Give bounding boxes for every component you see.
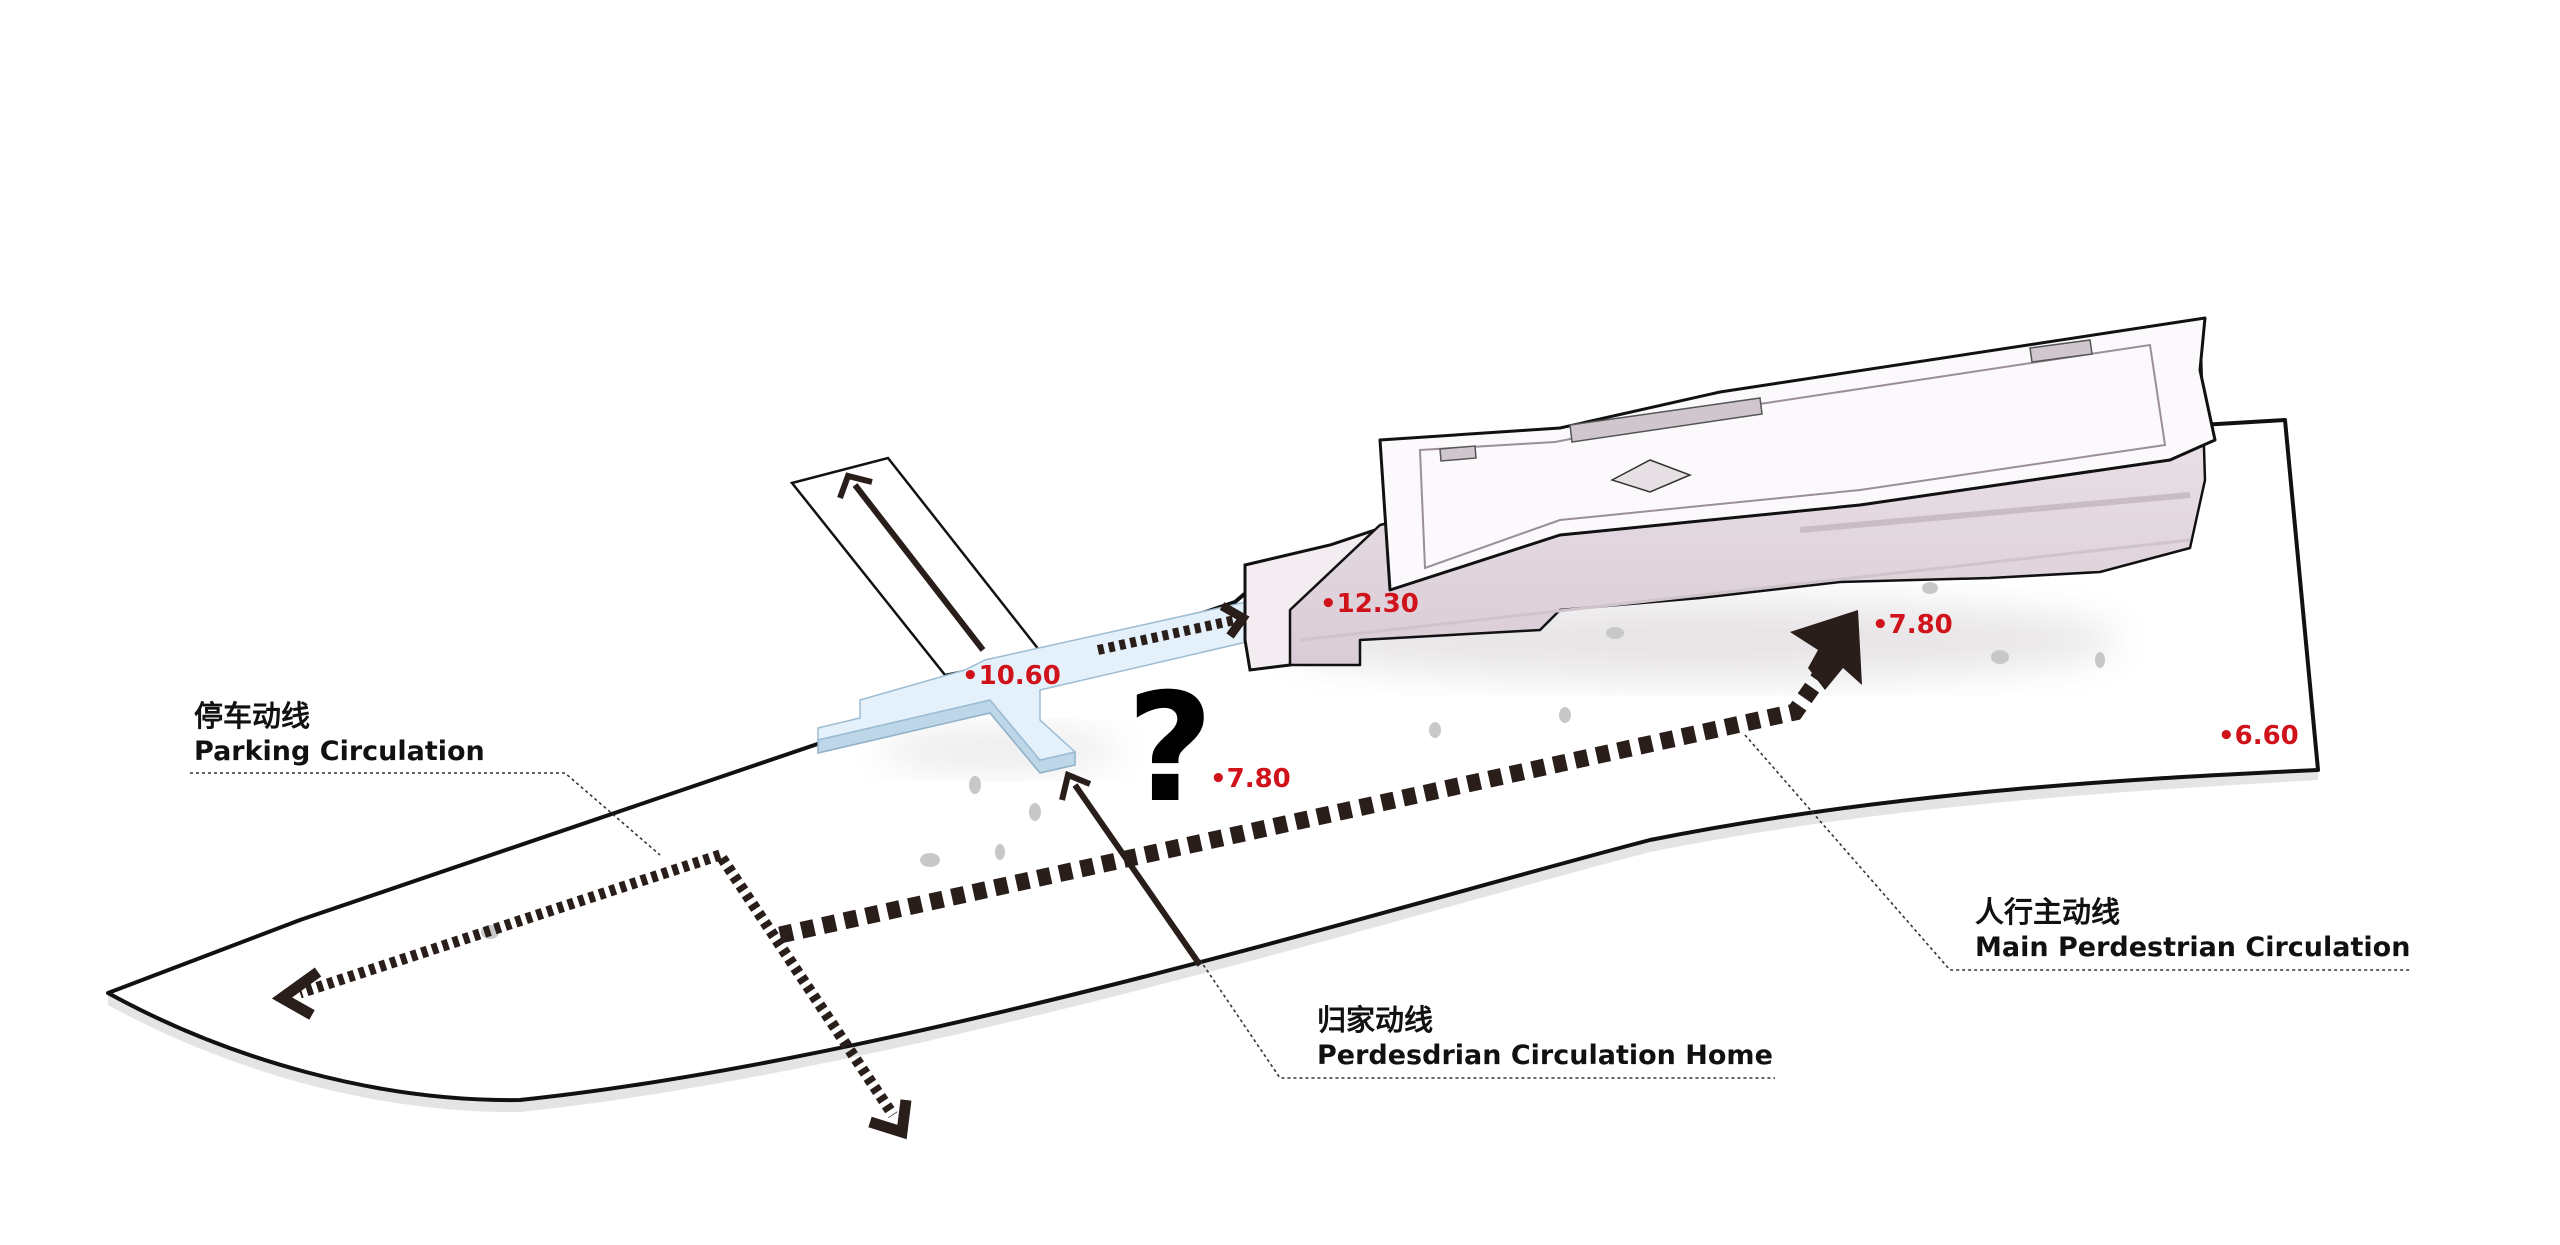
parking-arrow-west: [298, 849, 722, 999]
label-parking-en: Parking Circulation: [194, 736, 485, 767]
label-home-en: Perdesdrian Circulation Home: [1317, 1040, 1773, 1071]
label-home: 归家动线 Perdesdrian Circulation Home: [1317, 1003, 1773, 1071]
circulation-arrows: [271, 472, 1862, 1140]
tree-marker: [995, 844, 1005, 860]
elevation-building-west: •12.30: [1320, 589, 1419, 619]
roof-pyramid: [1610, 459, 1693, 493]
facade-band: [1799, 492, 2191, 533]
parking-arrow-west-head: [271, 967, 322, 1020]
elevation-bridge: •10.60: [962, 661, 1061, 691]
building-roof: [1378, 316, 2217, 592]
facade-band-2: [1299, 538, 2191, 642]
tree-marker: [920, 853, 940, 867]
label-main-pedestrian-cn: 人行主动线: [1975, 895, 2120, 929]
question-mark: ?: [1126, 662, 1213, 836]
leader-main-pedestrian: [1744, 734, 2410, 971]
elevation-labels: •10.60 •12.30 •7.80 •7.80 •6.60: [962, 589, 2299, 794]
main-building: [1243, 316, 2217, 672]
label-home-cn: 归家动线: [1317, 1003, 1433, 1037]
parking-arrow-south: [717, 854, 898, 1119]
site-markers: [481, 582, 2105, 939]
tree-marker: [969, 776, 981, 794]
parking-arrow-south-head: [868, 1099, 912, 1140]
bridge-arrow-east: [1096, 615, 1237, 655]
elevation-east: •6.60: [2218, 721, 2299, 751]
home-arrow-head: [1059, 770, 1092, 801]
tree-marker: [1559, 707, 1571, 723]
leader-lines: [190, 734, 2410, 1079]
roof-skylight-east: [2029, 339, 2093, 363]
home-arrow: [1072, 783, 1203, 967]
tree-marker: [2095, 652, 2105, 668]
roof-skylight-small: [1439, 445, 1477, 462]
tree-marker: [1029, 803, 1041, 821]
walkway-arrow: [852, 483, 986, 652]
bridge-arrow-east-head: [1219, 602, 1250, 639]
roof-skylight-strip: [1569, 397, 1763, 443]
label-main-pedestrian: 人行主动线 Main Perdestrian Circulation: [1975, 895, 2410, 963]
tree-marker: [1606, 627, 1624, 639]
elevation-plaza: •7.80: [1210, 764, 1291, 794]
label-parking-cn: 停车动线: [194, 699, 310, 733]
tree-marker: [1991, 650, 2009, 664]
label-parking: 停车动线 Parking Circulation: [194, 699, 485, 767]
tree-marker: [1429, 722, 1441, 738]
leader-parking: [190, 772, 661, 856]
tree-marker: [1922, 582, 1938, 594]
elevation-building-south: •7.80: [1872, 610, 1953, 640]
walkway-arrow-head: [837, 472, 873, 500]
label-main-pedestrian-en: Main Perdestrian Circulation: [1975, 932, 2410, 963]
main-pedestrian-arrow-head: [1790, 610, 1862, 690]
